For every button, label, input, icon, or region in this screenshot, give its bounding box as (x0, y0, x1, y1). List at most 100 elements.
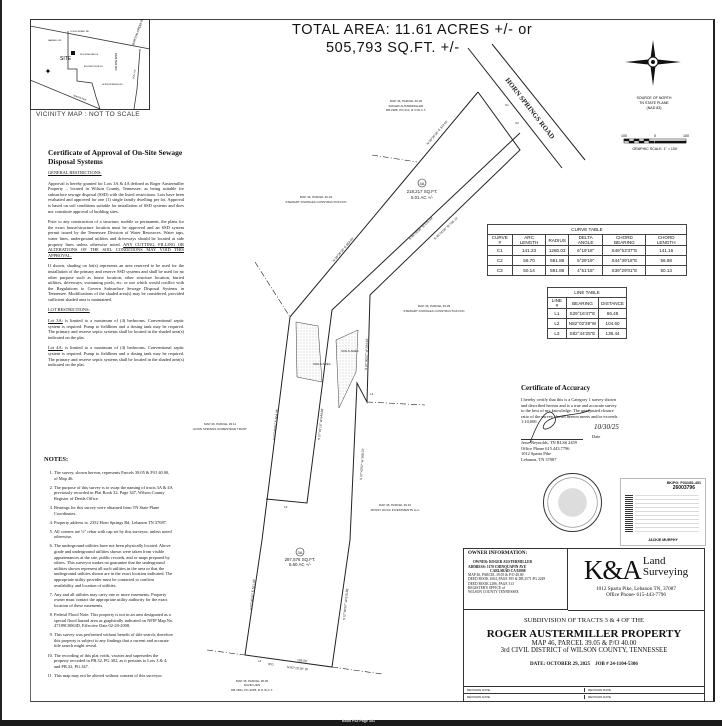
soils-area-label: SOILS AREA (341, 349, 359, 353)
north-arrow-icon (625, 40, 681, 86)
svg-text:JARRELL RD: JARRELL RD (48, 39, 62, 42)
note-item: Property address is: 2352 Horn Springs R… (54, 520, 174, 526)
note-item: This survey was performed without benefi… (54, 632, 174, 649)
svg-text:S 46°24'00" W 746.72': S 46°24'00" W 746.72' (433, 216, 459, 241)
soil-warning: ANY CUTTING, FILLING OR ALTERATIONS OF T… (48, 241, 184, 258)
note-item: Any and all utilities may carry one or m… (54, 592, 174, 609)
lot-4a-area: 218,217 SQ.FT. (407, 189, 438, 194)
line-label: L1 (370, 392, 374, 396)
svg-text:S 07°40'57" W 368.07': S 07°40'57" W 368.07' (359, 448, 365, 480)
svg-text:MAP 46, PARCEL 38.00: MAP 46, PARCEL 38.00 (236, 679, 269, 683)
lot-3a-acres: 6.60 AC +/- (289, 562, 312, 567)
vicinity-caption: VICINITY MAP : NOT TO SCALE (36, 111, 140, 118)
scale-label: 100 (621, 134, 627, 138)
vicinity-road-label: CENTER RD (114, 53, 118, 71)
owner-information: OWNER INFORMATION: OWNER: ROGER AUSTERMI… (464, 549, 568, 610)
sewage-certificate-title: Certificate of Approval of On-Site Sewag… (48, 148, 183, 166)
note-item: The recording of this plat voids, vacate… (54, 653, 174, 670)
lot-4a-acres: 5.01 AC +/- (411, 195, 434, 200)
curve-label: C1 (505, 103, 509, 107)
company-phone: Office Phone- 615-443-7796 (606, 592, 666, 598)
ka-logo: K&A (583, 555, 642, 585)
svg-text:STEWART KNOWLES CONSTRUCTION I: STEWART KNOWLES CONSTRUCTION INC (285, 200, 347, 204)
note-item: The survey, shown hereon, represents Par… (54, 470, 174, 481)
drawing-border (30, 19, 715, 702)
scan-edge (0, 0, 2, 726)
svg-text:TN STATE PLANE: TN STATE PLANE (639, 101, 669, 105)
lot-4a-restriction: Lot 4A: is limited to a maximum of (4) b… (48, 345, 184, 368)
svg-text:N 35°36'18" E 864.01': N 35°36'18" E 864.01' (332, 236, 355, 263)
vicinity-site-label: SITE (60, 56, 72, 62)
line-label: L2 (258, 659, 262, 663)
recording-label: BK/PG: P33/451-451 26003796 JACKIE MURPH… (620, 478, 706, 546)
total-area-sqft: 505,793 SQ.FT. +/- (326, 40, 460, 56)
svg-text:0: 0 (654, 134, 656, 138)
subdivision-subtitle: SUBDIVISION OF TRACTS 3 & 4 OF THE (523, 617, 645, 624)
civil-district: 3rd CIVIL DISTRICT of WILSON COUNTY, TEN… (500, 647, 668, 654)
note-item: Federal Flood Note: This property is not… (54, 612, 174, 629)
soils-area-4a (295, 321, 323, 383)
scan-edge-bottom (0, 720, 722, 726)
note-item: The purpose of this survey is to swap th… (54, 485, 174, 502)
note-item: This map may not be altered without cons… (54, 673, 174, 679)
svg-text:ROGER AUSTERMILLER: ROGER AUSTERMILLER (389, 104, 425, 108)
svg-text:MOSSY ROCK INVESTMENTS LLC: MOSSY ROCK INVESTMENTS LLC (371, 508, 421, 512)
svg-text:185.09': 185.09' (297, 658, 308, 663)
accuracy-text: I hereby certify that this is a Category… (521, 397, 618, 462)
map-parcel: MAP 46, PARCEL 39.05 & P/O 40.00 (531, 640, 637, 647)
svg-text:MAP 46, PARCEL 39.11: MAP 46, PARCEL 39.11 (204, 422, 236, 426)
soils-area-label: SOILS AREA (313, 362, 331, 366)
book-page-footer: Book P33 Page 451 (342, 719, 375, 723)
notes-list: The survey, shown hereon, represents Par… (46, 470, 174, 682)
notes-heading: NOTES: (44, 456, 69, 463)
svg-text:S 07°40'57" W 284.83': S 07°40'57" W 284.83' (364, 338, 369, 370)
property-title: ROGER AUSTERMILLER PROPERTY (486, 628, 682, 640)
signature (529, 409, 591, 444)
svg-text:MAP 46, PARCEL 40.02: MAP 46, PARCEL 40.02 (300, 195, 333, 199)
surveyor-name: Jesse Reynolds, TN RLS# 2459 (521, 438, 583, 446)
lot-4a-id: 4A (420, 181, 425, 186)
note-item: All corners are ½" rebar with cap set by… (54, 529, 174, 540)
svg-text:N 07°40'32" E 521.43': N 07°40'32" E 521.43' (249, 578, 256, 610)
svg-text:MAP 46, PARCEL 40.00: MAP 46, PARCEL 40.00 (390, 99, 423, 103)
svg-text:(NAD 83): (NAD 83) (647, 106, 662, 110)
svg-text:HORN SPRINGS RD: HORN SPRINGS RD (102, 84, 123, 86)
general-restrictions-heading: GENERAL RESTRICTIONS: (48, 170, 102, 175)
accuracy-certificate-title: Certificate of Accuracy (521, 384, 591, 392)
line-label: L3 (284, 505, 288, 509)
plat-date: DATE: OCTOBER 29, 2025 (530, 662, 591, 667)
svg-text:ELKINGTON BLVD: ELKINGTON BLVD (84, 66, 103, 68)
svg-text:SPARTA PIKE: SPARTA PIKE (73, 94, 88, 102)
svg-text:DB.1691, PG.2095, R.O.W.C.T.: DB.1691, PG.2095, R.O.W.C.T. (231, 688, 273, 692)
restriction-paragraph: Approval is hereby granted for Lots 3A &… (48, 180, 184, 214)
lot-3a-id: 3A (298, 550, 303, 555)
svg-text:DB.2286, PG.313, R.O.W.C.T.: DB.2286, PG.313, R.O.W.C.T. (386, 108, 426, 112)
company-address: 1012 Sparta Pike, Lebanon TN, 37087 (596, 586, 676, 592)
total-area-title: TOTAL AREA: 11.61 ACRES +/- or (292, 22, 533, 38)
scale-caption: GRAPHIC SCALE: 1" = 100' (632, 147, 678, 151)
svg-text:WOODSHORE LN: WOODSHORE LN (80, 54, 99, 56)
svg-text:100: 100 (683, 134, 689, 138)
note-item: Bearings for this survey were obtained f… (54, 505, 174, 516)
title-block: OWNER INFORMATION: OWNER: ROGER AUSTERMI… (463, 548, 705, 702)
svg-text:N 07°40'50" E 604.35': N 07°40'50" E 604.35' (272, 408, 279, 440)
adjoiner-line (206, 154, 426, 675)
svg-text:N 82°19'19" W: N 82°19'19" W (287, 665, 308, 671)
svg-text:S 07°41'18" W 644.68': S 07°41'18" W 644.68' (317, 408, 324, 440)
road-edge (467, 43, 586, 169)
graphic-scale-bar (623, 138, 687, 144)
svg-text:S 07°40'57" W 515.88': S 07°40'57" W 515.88' (342, 588, 349, 620)
north-source: SOURCE OF NORTH (636, 96, 671, 100)
svg-text:MAP 46, PARCEL 39.09: MAP 46, PARCEL 39.09 (418, 304, 451, 308)
